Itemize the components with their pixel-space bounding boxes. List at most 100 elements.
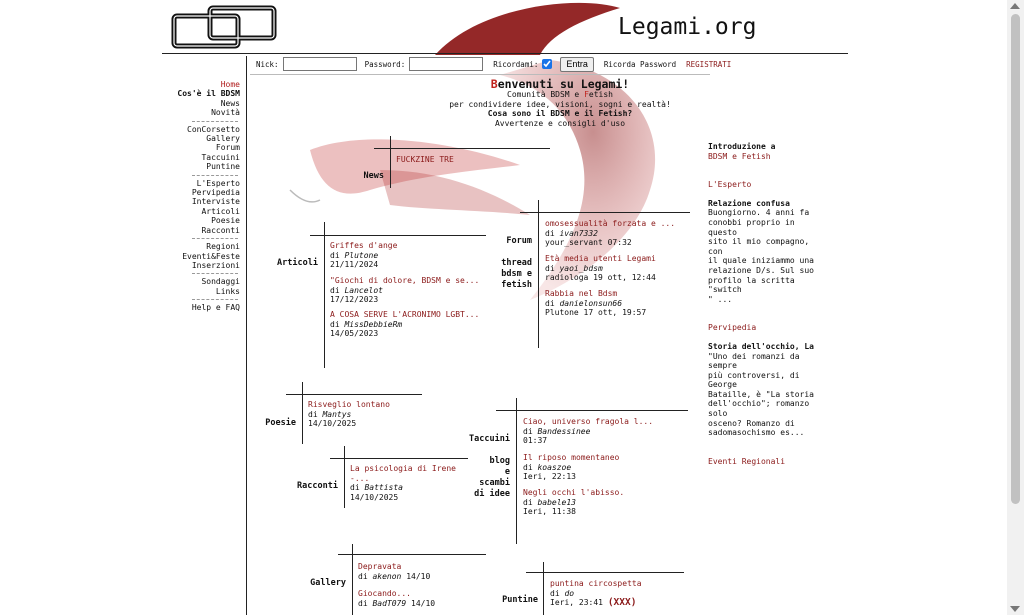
sidebar-divider [246,56,247,615]
sidebar-item[interactable]: Interviste [191,197,240,207]
remember-label: Ricordami: [493,59,539,69]
articoli-item[interactable]: Griffes d'ange di Plutone 21/11/2024 [330,241,398,270]
gallery-label: Gallery [310,578,346,588]
login-button[interactable]: Entra [560,56,594,72]
welcome-block: Benvenuti su Legami! Comunità BDSM e Fet… [420,78,700,129]
sidebar-item[interactable]: Puntine [206,162,240,172]
intro-link[interactable]: BDSM e Fetish [708,151,771,161]
racconti-hrule [330,458,468,459]
forum-item[interactable]: omosessualità forzata e ... di ivan7332 … [545,219,676,248]
right-column: Introduzione a BDSM e Fetish L'Esperto R… [708,142,820,466]
text-line: Buongiorno. 4 anni fa [708,208,810,218]
sidebar-separator [150,235,240,242]
text-line: sito il mio compagno, con [708,237,810,256]
sidebar-item[interactable]: Help e FAQ [191,303,240,313]
sidebar-item[interactable]: Regioni [206,242,240,252]
gallery-vrule [352,544,353,615]
recover-password-link[interactable]: Ricorda Password [603,59,677,69]
news-label: News [363,171,384,181]
poesie-item[interactable]: Risveglio lontano di Mantys 14/10/2025 [308,400,390,429]
puntine-hrule [526,572,684,573]
pervipedia-title[interactable]: Storia dell'occhio, La [708,341,814,351]
sidebar-item[interactable]: Inserzioni [191,260,240,270]
articoli-hrule [310,235,486,236]
poesie-vrule [302,382,303,444]
login-bar: Nick: Password: Ricordami: Entra Ricorda… [256,56,731,72]
taccuini-vrule [516,398,517,544]
articoli-vrule [324,222,325,368]
taccuini-label: Taccuini [469,434,510,444]
page-scrollbar[interactable] [1007,0,1024,615]
text-line: " ... [708,294,733,304]
racconti-item[interactable]: La psicologia di Irene -... di Battista … [350,464,456,502]
xxx-badge: (XXX) [607,597,637,609]
articoli-label: Articoli [277,258,318,268]
scroll-down-icon[interactable] [1010,606,1020,612]
taccuini-item[interactable]: Il riposo momentaneo di koaszoe Ieri, 22… [523,453,620,482]
forum-vrule [538,200,539,348]
text-line: "Uno dei romanzi da sempre [708,351,800,371]
header-rule [162,53,848,54]
chain-links-logo[interactable] [170,4,280,52]
sidebar-item[interactable]: Articoli [201,206,240,216]
chain-links-icon [171,5,277,49]
news-hrule [374,148,550,149]
register-link[interactable]: REGISTRATI [686,59,732,69]
sidebar-item[interactable]: Home [220,80,240,89]
sidebar-item[interactable]: Sondaggi [201,277,240,287]
sidebar-item[interactable]: Links [215,286,240,296]
text-line: osceno? Romanzo di [708,418,795,428]
forum-label: Forum [506,236,532,246]
sidebar-item[interactable]: ConCorsetto [187,124,240,134]
sidebar-item[interactable]: Novità [211,108,240,118]
sidebar-item[interactable]: Taccuini [201,152,240,162]
sidebar-item[interactable]: L'Esperto [196,178,240,188]
password-label: Password: [364,59,406,69]
articoli-item[interactable]: "Giochi di dolore, BDSM e se... di Lance… [330,276,480,305]
sidebar-item[interactable]: News [220,98,240,108]
sidebar-item[interactable]: Eventi&Feste [182,251,240,261]
password-input[interactable] [409,57,484,71]
sidebar-separator [150,172,240,179]
sidebar-item[interactable]: Forum [215,143,240,153]
sidebar-item[interactable]: Cos'è il BDSM [177,89,240,99]
news-item[interactable]: FUCKZINE TRE [396,155,454,164]
site-title: Legami.org [618,14,757,40]
taccuini-hrule [496,410,688,411]
forum-item[interactable]: Età media utenti Legami di yaoi_bdsm rad… [545,254,656,283]
puntine-item[interactable]: puntina circospetta di do Ieri, 23:41 (X… [550,579,642,609]
text-line: più controversi, di George [708,370,800,390]
sidebar-separator [150,296,240,303]
what-is-bdsm-link[interactable]: Cosa sono il BDSM e il Fetish? [487,109,633,119]
warnings-link[interactable]: Avvertenze e consigli d'uso [494,119,626,129]
text-line: profilo la scritta "switch [708,275,795,295]
articoli-item[interactable]: A COSA SERVE L'ACRONIMO LGBT... di MissD… [330,310,480,339]
sidebar-item[interactable]: Gallery [206,134,240,144]
taccuini-item[interactable]: Ciao, universo fragola l... di Bandessin… [523,417,654,446]
gallery-item[interactable]: Depravata di akenon 14/10 [358,562,431,581]
poesie-label: Poesie [265,418,296,428]
pervipedia-heading[interactable]: Pervipedia [708,323,757,333]
welcome-line2: per condividere idee, visioni, sogni e r… [449,99,671,109]
text-line: Bataille, è "La storia [708,389,814,399]
sidebar-item[interactable]: Poesie [211,216,240,226]
remember-checkbox[interactable] [542,59,553,69]
esperto-heading[interactable]: L'Esperto [708,180,752,190]
gallery-hrule [338,554,486,555]
scroll-up-icon[interactable] [1010,3,1020,9]
scroll-thumb[interactable] [1011,14,1020,504]
gallery-item[interactable]: Giocando... di BadT079 14/10 [358,589,436,608]
forum-item[interactable]: Rabbia nel Bdsm di danielonsun66 Plutone… [545,289,647,318]
esperto-title[interactable]: Relazione confusa [708,198,790,208]
login-rule [250,74,710,75]
taccuini-item[interactable]: Negli occhi l'abisso. di babele13 Ieri, … [523,488,625,517]
eventi-heading[interactable]: Eventi Regionali [708,456,786,466]
nick-input[interactable] [282,57,357,71]
text-line: conobbi proprio in questo [708,217,795,237]
sidebar-item[interactable]: Racconti [201,225,240,235]
sidebar-item[interactable]: Pervipedia [191,188,240,198]
racconti-label: Racconti [297,481,338,491]
